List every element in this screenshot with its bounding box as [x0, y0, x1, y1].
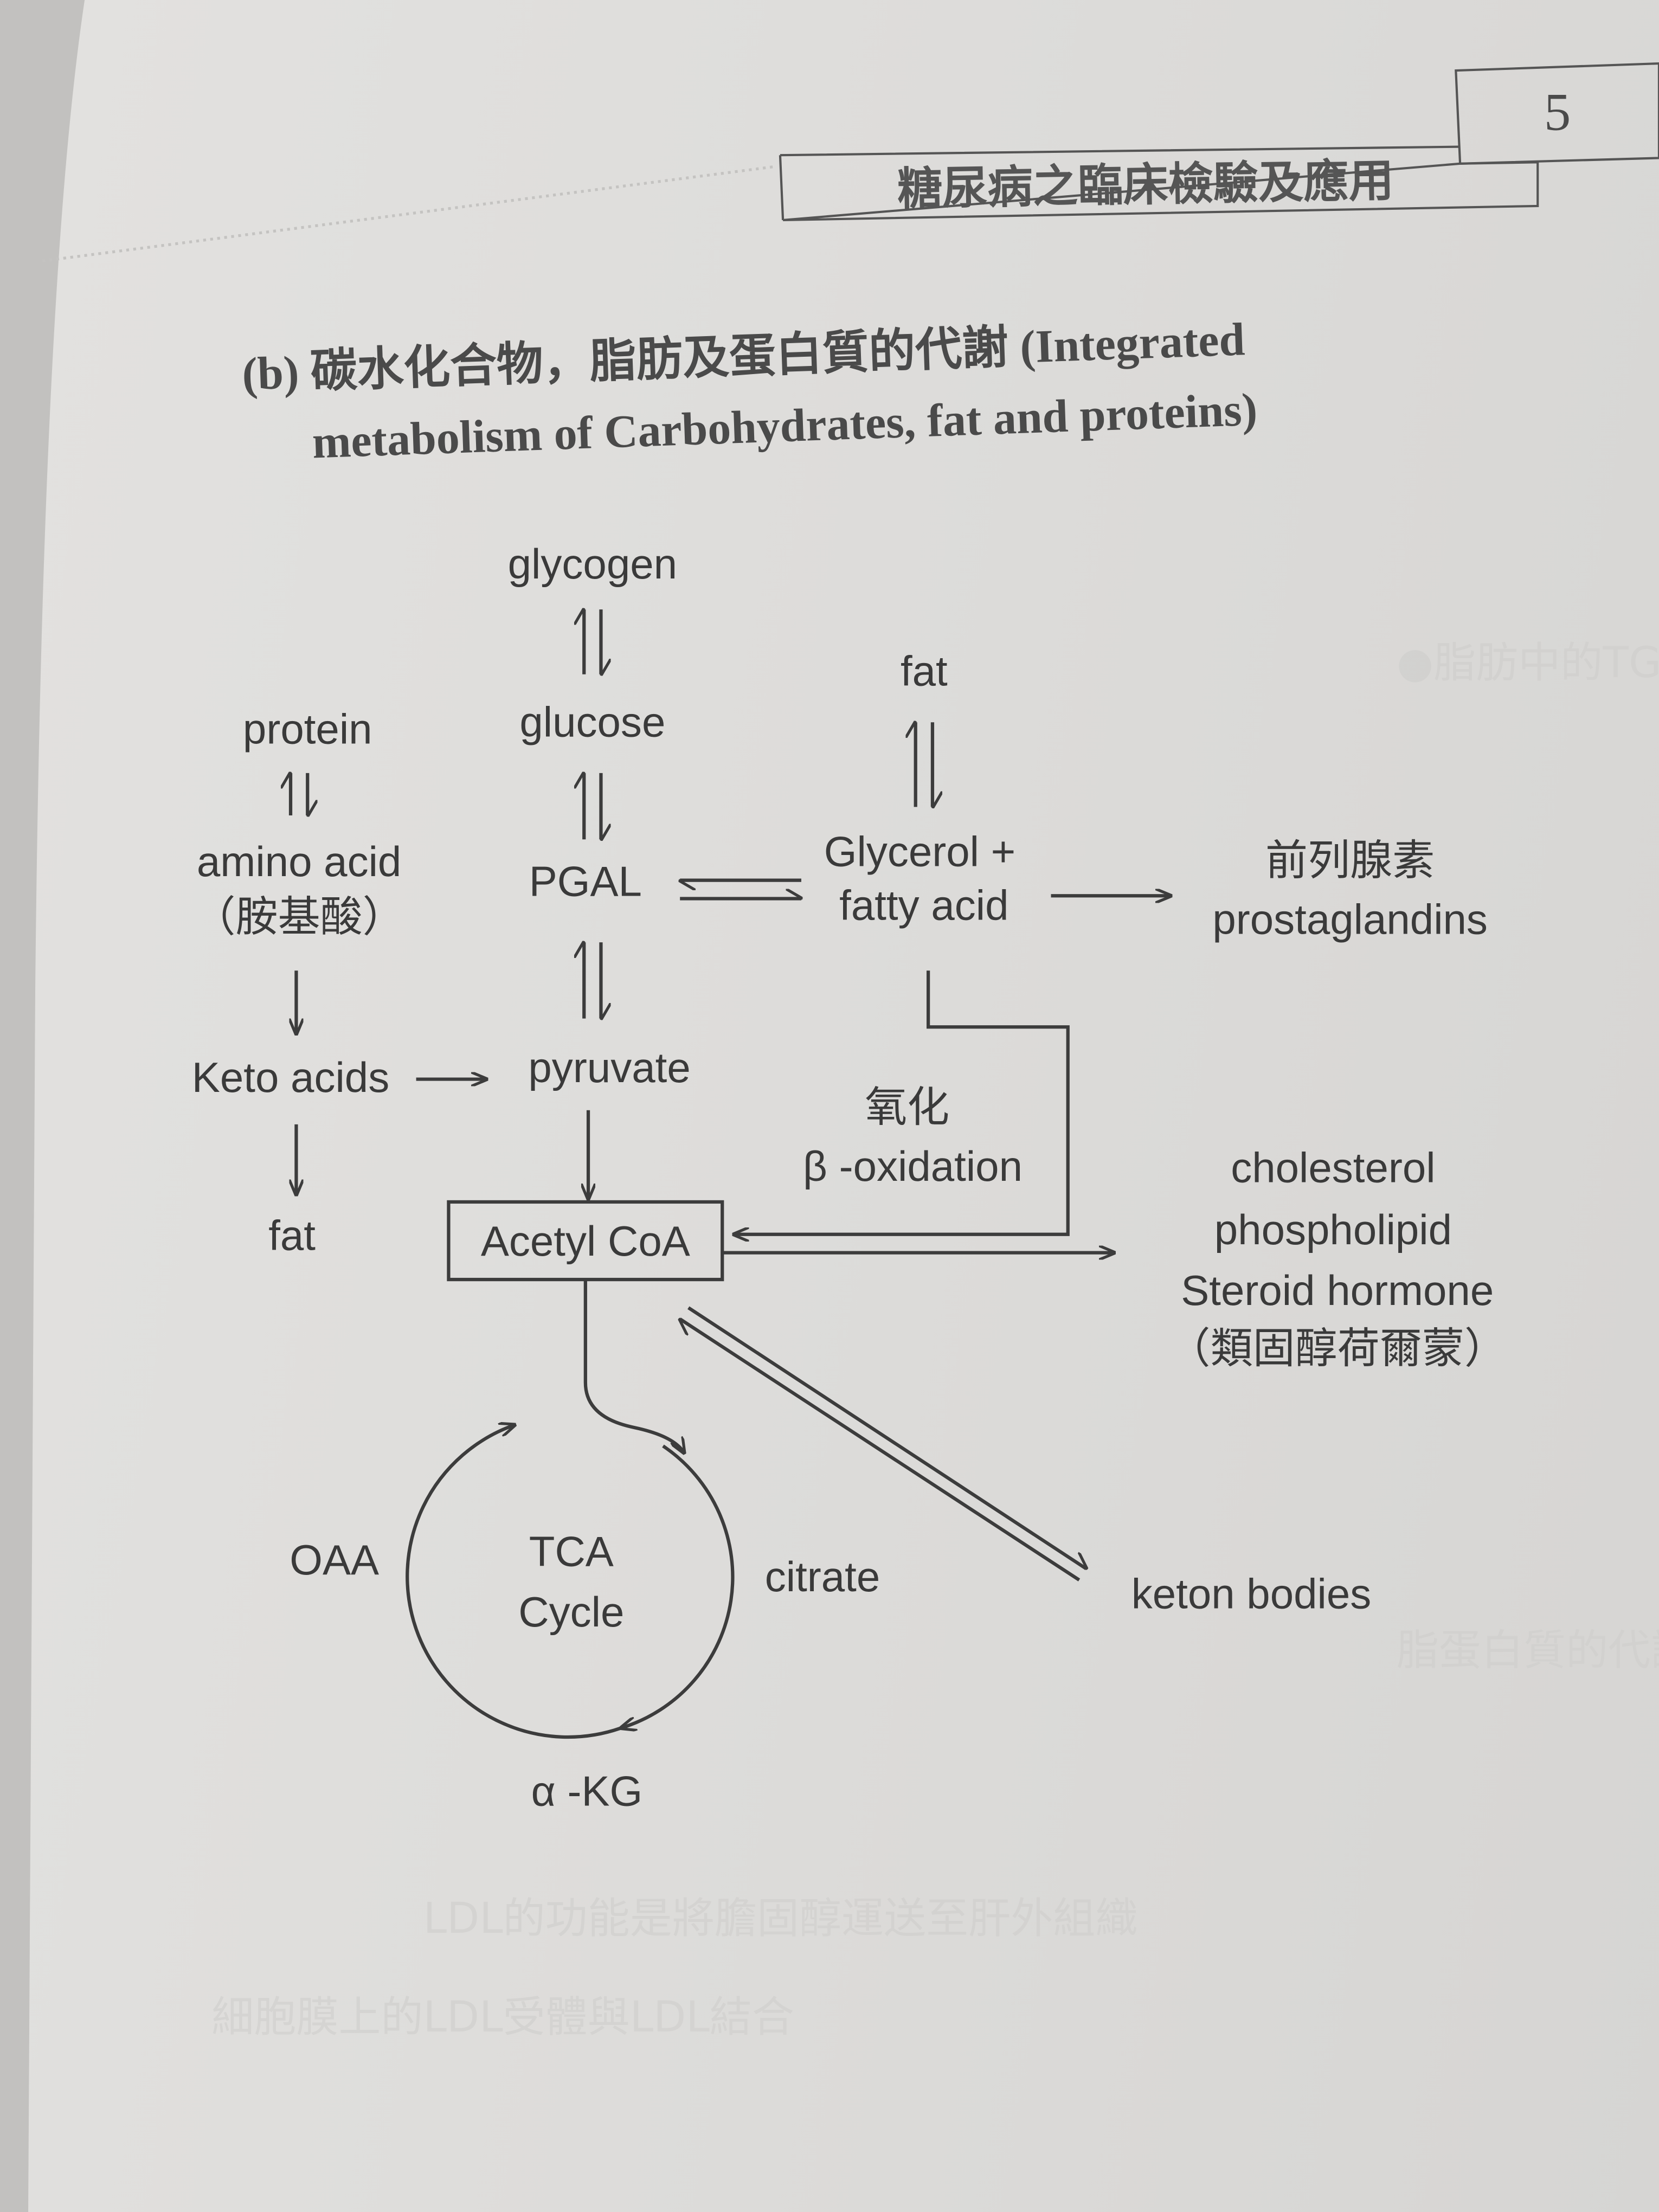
bleed-through-text: ●脂肪中的TG佔Chylomicron脂肪 脂蛋白質的代謝 LDL的功能是將膽固… — [211, 639, 1659, 2042]
node-cholesterol: cholesterol — [1231, 1144, 1435, 1192]
page-number: 5 — [1544, 82, 1571, 142]
node-glycerol: Glycerol + — [824, 828, 1016, 876]
node-glycogen: glycogen — [508, 540, 677, 588]
node-acetyl-coa: Acetyl CoA — [481, 1217, 690, 1265]
one-way-arrows — [296, 896, 1171, 1581]
svg-text:●脂肪中的TG佔Chylomicron脂肪: ●脂肪中的TG佔Chylomicron脂肪 — [1397, 639, 1659, 687]
label-cycle: Cycle — [518, 1588, 624, 1636]
svg-text:LDL的功能是將膽固醇運送至肝外組織: LDL的功能是將膽固醇運送至肝外組織 — [423, 1894, 1138, 1943]
label-tca: TCA — [529, 1527, 614, 1575]
node-oaa: OAA — [290, 1536, 379, 1584]
node-alpha-kg: α -KG — [531, 1767, 643, 1815]
node-prostaglandins: prostaglandins — [1212, 896, 1488, 943]
running-header: 糖尿病之臨床檢驗及應用 — [779, 145, 1539, 221]
node-glucose: glucose — [519, 698, 665, 745]
node-amino-acid: amino acid — [197, 838, 401, 885]
node-protein: protein — [243, 705, 372, 753]
node-fat-top: fat — [901, 647, 948, 695]
node-citrate: citrate — [765, 1553, 880, 1600]
section-title-line2: metabolism of Carbohydrates, fat and pro… — [311, 383, 1258, 468]
page-fold — [42, 165, 776, 262]
node-keto-acids: Keto acids — [192, 1053, 389, 1101]
label-oxidation-zh: 氧化 — [865, 1083, 949, 1131]
node-phospholipid: phospholipid — [1214, 1206, 1452, 1253]
node-fat-bottom: fat — [268, 1211, 316, 1259]
section-title: (b) 碳水化合物，脂肪及蛋白質的代謝 (Integrated metaboli… — [241, 313, 1258, 468]
node-keton-bodies: keton bodies — [1131, 1570, 1372, 1617]
node-steroid-hormone-zh: （類固醇荷爾蒙） — [1168, 1324, 1507, 1372]
page-number-box: 5 — [1455, 62, 1659, 165]
node-prostaglandins-zh: 前列腺素 — [1265, 836, 1435, 884]
svg-text:細胞膜上的LDL受體與LDL結合: 細胞膜上的LDL受體與LDL結合 — [211, 1993, 794, 2042]
running-title: 糖尿病之臨床檢驗及應用 — [897, 155, 1394, 216]
node-pgal: PGAL — [529, 857, 642, 905]
node-steroid-hormone: Steroid hormone — [1181, 1266, 1494, 1314]
svg-text:脂蛋白質的代謝: 脂蛋白質的代謝 — [1397, 1626, 1659, 1675]
node-pyruvate: pyruvate — [528, 1044, 690, 1091]
page-edge — [0, 0, 85, 2212]
tca-cycle-circle — [406, 1425, 735, 1739]
section-title-line1: (b) 碳水化合物，脂肪及蛋白質的代謝 (Integrated — [241, 313, 1246, 400]
label-beta-oxidation: β -oxidation — [803, 1142, 1023, 1190]
reversible-arrows — [291, 609, 933, 1019]
node-amino-acid-zh: （胺基酸） — [194, 892, 405, 940]
acetyl-coa-box: Acetyl CoA — [447, 1200, 724, 1282]
node-fatty-acid: fatty acid — [839, 882, 1008, 929]
